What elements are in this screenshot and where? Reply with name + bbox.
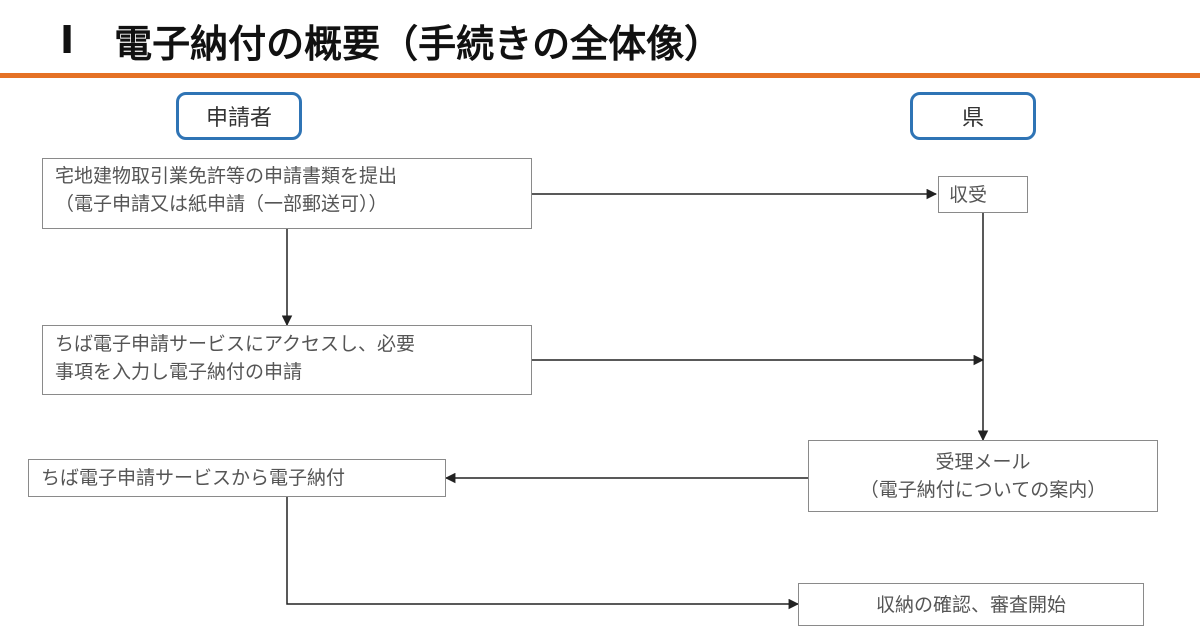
step-confirm-review: 収納の確認、審査開始 xyxy=(798,583,1144,626)
lane-header-prefecture: 県 xyxy=(910,92,1036,140)
step-electronic-payment: ちば電子申請サービスから電子納付 xyxy=(28,459,446,497)
step-receive-label: 収受 xyxy=(949,183,988,206)
step-submit-line-2: （電子申請又は紙申請（一部郵送可）） xyxy=(55,193,388,215)
step-apply-line-1: ちば電子申請サービスにアクセスし、必要 xyxy=(55,333,416,355)
section-title: 電子納付の概要（手続きの全体像） xyxy=(114,21,723,66)
page-title: I 電子納付の概要（手続きの全体像） xyxy=(60,12,722,68)
step-receive: 収受 xyxy=(938,176,1028,213)
step-mail-line-2: （電子納付についての案内） xyxy=(859,479,1107,501)
section-number: I xyxy=(60,18,75,62)
lane-label-applicant: 申請者 xyxy=(205,106,272,131)
step-submit-line-1: 宅地建物取引業免許等の申請書類を提出 xyxy=(55,165,398,187)
step-apply-line-2: 事項を入力し電子納付の申請 xyxy=(55,361,303,383)
step-submit-documents: 宅地建物取引業免許等の申請書類を提出 （電子申請又は紙申請（一部郵送可）） xyxy=(42,158,532,229)
title-underline xyxy=(0,73,1200,78)
lane-header-applicant: 申請者 xyxy=(176,92,302,140)
step-mail-line-1: 受理メール xyxy=(935,451,1031,473)
step-confirm-label: 収納の確認、審査開始 xyxy=(875,593,1066,616)
step-electronic-application: ちば電子申請サービスにアクセスし、必要 事項を入力し電子納付の申請 xyxy=(42,325,532,395)
lane-label-prefecture: 県 xyxy=(961,106,984,131)
step-acceptance-mail: 受理メール （電子納付についての案内） xyxy=(808,440,1158,512)
arrow-pay-to-confirm xyxy=(286,497,800,610)
step-pay-label: ちば電子申請サービスから電子納付 xyxy=(41,467,346,489)
